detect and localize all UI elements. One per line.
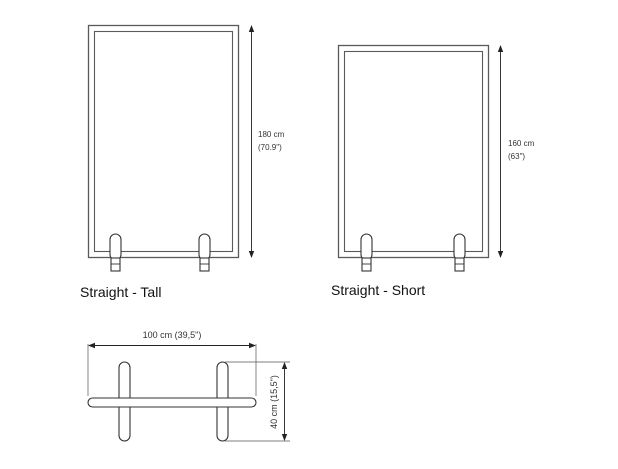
tall-screen-foot-right xyxy=(198,233,211,272)
short-caption: Straight - Short xyxy=(331,282,426,298)
short-height-inch-label: (63") xyxy=(508,152,525,161)
short-screen-panel xyxy=(343,50,484,253)
top-depth-label: 40 cm (15,5") xyxy=(269,375,279,429)
tall-caption: Straight - Tall xyxy=(80,284,162,300)
short-screen-foot-right xyxy=(453,233,466,272)
tall-height-dimension xyxy=(248,25,255,258)
tall-height-cm-label: 180 cm xyxy=(258,130,285,139)
tall-height-inch-label: (70.9") xyxy=(258,143,282,152)
short-height-dimension xyxy=(497,45,504,258)
top-width-dimension xyxy=(87,342,257,396)
short-height-cm-label: 160 cm xyxy=(508,139,535,148)
tall-screen-foot-left xyxy=(109,233,122,272)
top-view-panel xyxy=(87,397,257,408)
tall-screen-panel xyxy=(93,30,234,253)
tall-screen-frame xyxy=(87,24,240,259)
short-screen-diagram: 160 cm (63") xyxy=(337,44,535,272)
short-screen-frame xyxy=(337,44,490,259)
tall-screen-diagram: 180 cm (70.9") xyxy=(87,24,285,272)
top-view-diagram: 100 cm (39,5") 40 cm (15,5") xyxy=(87,330,290,442)
top-depth-dimension xyxy=(225,361,290,442)
top-width-label: 100 cm (39,5") xyxy=(143,330,202,340)
short-screen-foot-left xyxy=(360,233,373,272)
